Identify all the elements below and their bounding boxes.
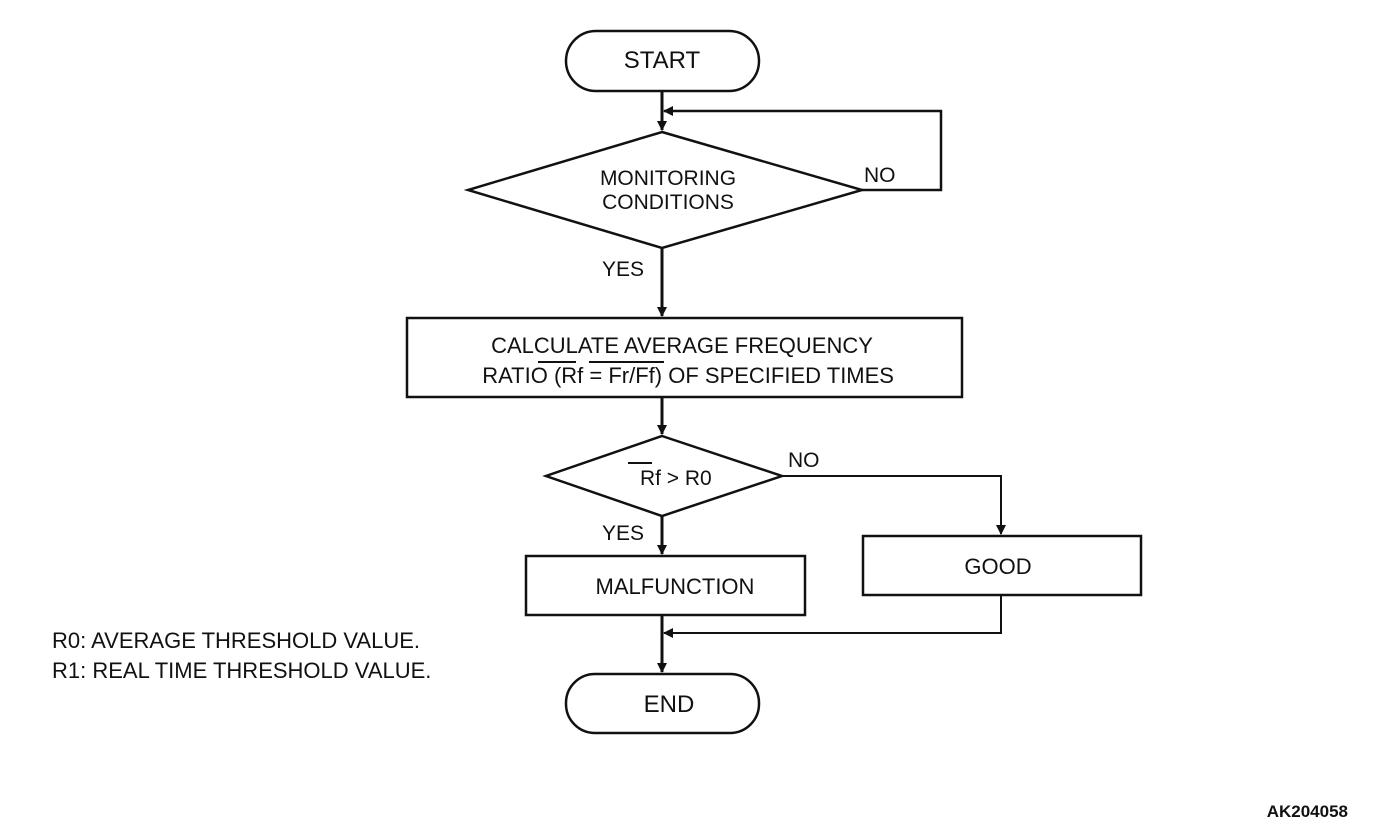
start-terminal: START <box>564 29 761 93</box>
end-label: END <box>644 691 695 718</box>
calculate-process: CALCULATE AVERAGE FREQUENCY RATIO (Rf = … <box>405 316 964 399</box>
end-terminal: END <box>564 672 761 735</box>
malfunction-process: MALFUNCTION <box>524 554 807 617</box>
legend-r0: R0: AVERAGE THRESHOLD VALUE. <box>52 628 420 653</box>
threshold-decision: Rf > R0 <box>542 434 786 518</box>
good-process: GOOD <box>861 534 1143 597</box>
legend-r1: R1: REAL TIME THRESHOLD VALUE. <box>52 658 431 683</box>
edge-monitoring-no-loop <box>663 106 943 192</box>
threshold-label: Rf > R0 <box>599 467 741 490</box>
edge-good-to-end <box>663 595 1002 638</box>
decision-no-label: NO <box>788 449 820 472</box>
calculate-label-line2: RATIO (Rf = Fr/Ff) OF SPECIFIED TIMES <box>439 363 924 388</box>
decision-yes-label: YES <box>602 522 644 545</box>
monitoring-label-line2: CONDITIONS <box>602 191 734 214</box>
monitoring-yes-label: YES <box>602 258 644 281</box>
monitoring-label-line1: MONITORING <box>600 167 736 190</box>
monitoring-decision: MONITORING CONDITIONS <box>463 130 867 250</box>
figure-code: AK204058 <box>1267 802 1348 821</box>
edge-decision-no <box>782 475 1006 535</box>
legend: R0: AVERAGE THRESHOLD VALUE. R1: REAL TI… <box>52 628 431 683</box>
calculate-label-line1: CALCULATE AVERAGE FREQUENCY <box>491 333 873 358</box>
good-label: GOOD <box>964 554 1031 579</box>
start-label: START <box>624 47 701 74</box>
malfunction-label: MALFUNCTION <box>596 574 755 599</box>
monitoring-no-label: NO <box>864 164 896 187</box>
